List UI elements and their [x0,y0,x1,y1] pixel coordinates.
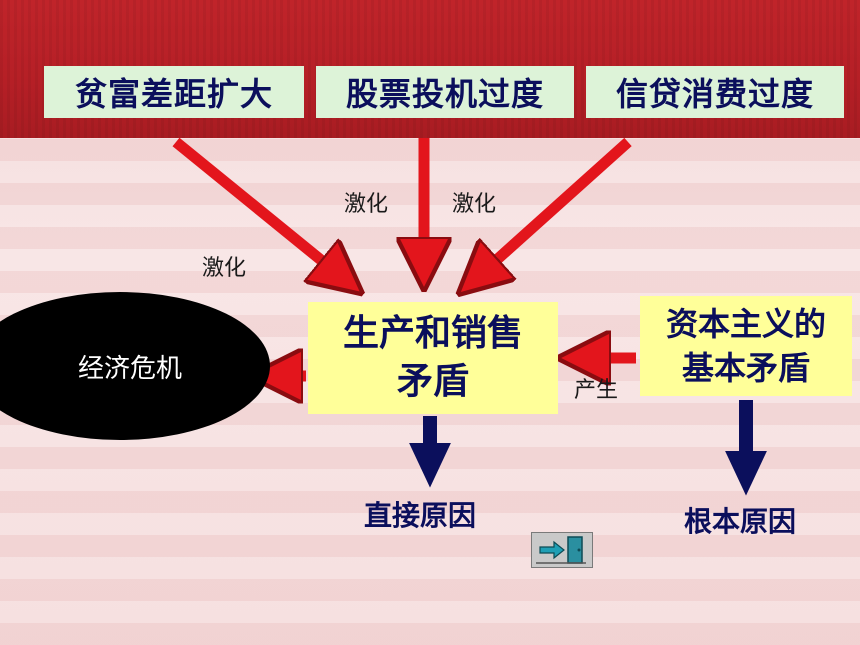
intensify-label-1: 激化 [202,256,247,281]
intensify-label-3: 激化 [452,192,497,217]
produce-label: 产生 [574,378,619,403]
exit-door-icon[interactable] [531,532,593,568]
root-contradiction-line-2: 基本矛盾 [681,349,810,387]
contradiction-line-2: 矛盾 [396,361,469,402]
cause-box-credit-consumption: 信贷消费过度 [586,66,844,118]
direct-cause-label: 直接原因 [364,499,477,532]
root-cause-label: 根本原因 [684,505,797,538]
cause-box-stock-speculation: 股票投机过度 [316,66,574,118]
contradiction-line-1: 生产和销售 [342,313,523,354]
intensify-label-2: 激化 [344,192,389,217]
economic-crisis-oval: 经济危机 [0,292,270,440]
arrow-cause-3 [472,137,632,282]
capitalism-basic-contradiction-box: 资本主义的 基本矛盾 [640,296,852,396]
arrow-cause-1 [172,137,348,282]
crisis-label: 经济危机 [77,353,182,384]
root-contradiction-line-1: 资本主义的 [665,305,826,343]
production-sales-contradiction-box: 生产和销售 矛盾 [308,302,558,414]
cause-box-wealth-gap: 贫富差距扩大 [44,66,304,118]
